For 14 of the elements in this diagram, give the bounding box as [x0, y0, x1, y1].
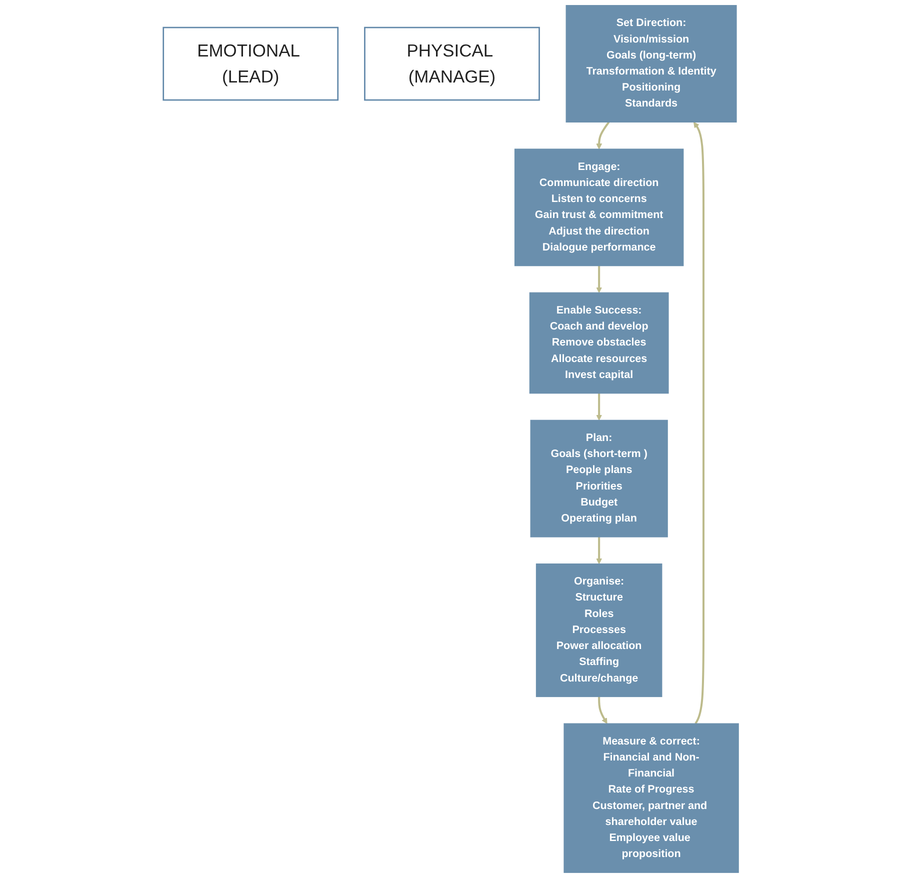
node-box: Enable Success: Coach and develop Remove obstacles Allocate resources Invest capital: [528, 292, 668, 394]
node-box: Set Direction: Vision/mission Goals (long-term) Transformation & Identity Positioning Standards: [565, 5, 736, 122]
node-box: Measure & correct: Financial and Non-Financial Rate of Progress Customer, partner and shareholder value Employee value proposition: [563, 723, 738, 873]
arrow: [693, 122, 704, 724]
node-box: Plan: Goals (short-term ) People plans Priorities Budget Operating plan: [530, 420, 668, 538]
arrow: [596, 393, 602, 420]
arrow: [596, 266, 602, 293]
arrow: [596, 122, 610, 150]
node-box: EMOTIONAL (LEAD): [162, 26, 338, 101]
arrow: [598, 696, 607, 724]
node-box: Organise: Structure Roles Processes Power allocation Staffing Culture/change: [535, 564, 662, 698]
node-box: Engage: Communicate direction Listen to concerns Gain trust & commitment Adjust the direction Dialogue performance: [514, 148, 684, 266]
arrow: [596, 537, 602, 564]
node-box: PHYSICAL (MANAGE): [364, 26, 540, 101]
